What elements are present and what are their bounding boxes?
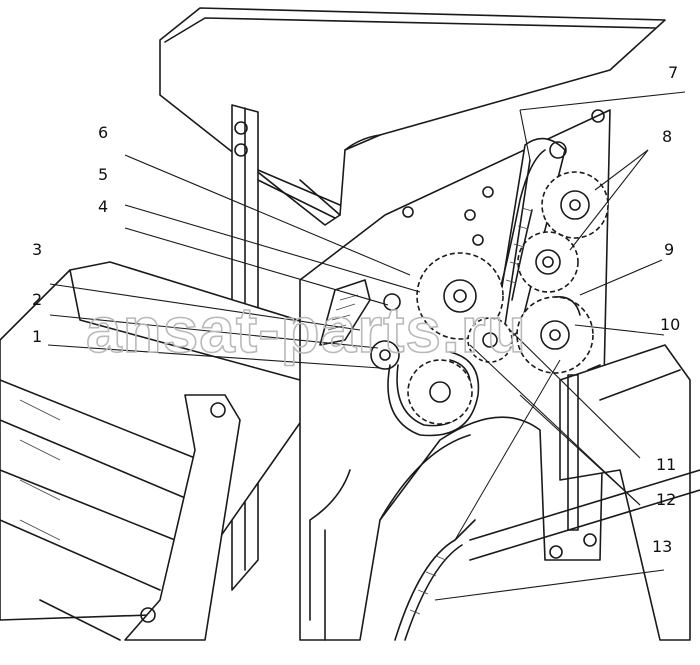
callout-13: 13 <box>652 537 672 556</box>
leader-lines <box>47 91 686 601</box>
slot-guide <box>549 364 601 559</box>
callout-9: 9 <box>664 240 674 259</box>
callout-8: 8 <box>662 127 672 146</box>
callout-12: 12 <box>656 490 676 509</box>
roller-chain-13 <box>394 359 561 641</box>
callout-2: 2 <box>32 290 42 309</box>
drive-chain-top <box>499 149 546 301</box>
callout-labels: 1 2 3 4 5 6 7 8 9 10 11 12 13 <box>32 63 680 556</box>
sprocket-right <box>516 296 594 374</box>
lower-bracket <box>124 394 241 641</box>
sprocket-middle <box>517 231 579 293</box>
rail-beam <box>469 344 700 641</box>
sprocket-upper <box>541 171 609 239</box>
callout-10: 10 <box>660 315 680 334</box>
sprocket-large <box>416 252 504 340</box>
callout-6: 6 <box>98 123 108 142</box>
callout-7: 7 <box>668 63 678 82</box>
lower-sprocket-chain <box>387 351 480 437</box>
watermark: ansat-parts.ru <box>86 294 527 366</box>
conveyor-hopper <box>0 261 331 641</box>
callout-4: 4 <box>98 197 108 216</box>
callout-1: 1 <box>32 327 42 346</box>
bolts <box>402 109 605 246</box>
callout-5: 5 <box>98 165 108 184</box>
callout-11: 11 <box>656 455 676 474</box>
callout-3: 3 <box>32 240 42 259</box>
